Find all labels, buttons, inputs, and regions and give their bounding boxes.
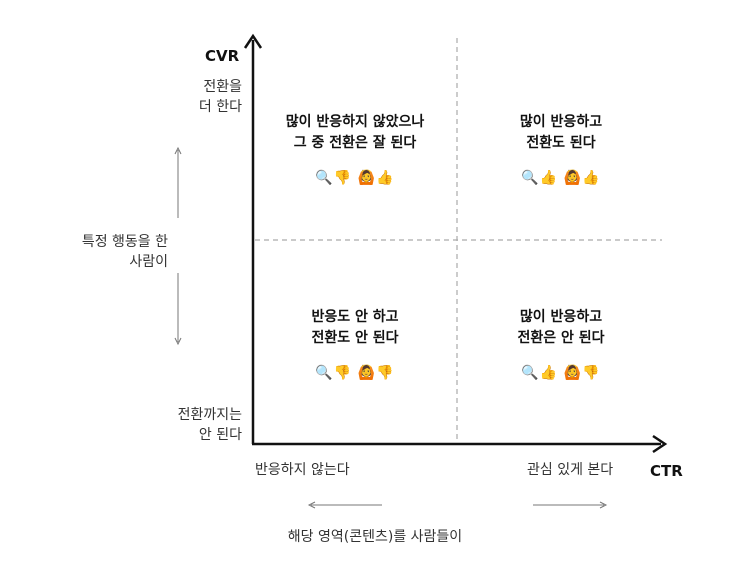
quadrant-top-right: 많이 반응하고 전환도 된다 🔍👍 🙆👍 <box>461 112 661 186</box>
x-bottom-label: 해당 영역(콘텐츠)를 사람들이 <box>287 529 463 545</box>
y-top-label: 전환을 더 한다 <box>198 79 242 115</box>
quadrant-bottom-left: 반응도 안 하고 전환도 안 된다 🔍👎 🙆👎 <box>255 307 455 381</box>
y-side-label: 특정 행동을 한 사람이 <box>81 234 168 270</box>
side-arrow-down-head <box>174 337 182 346</box>
quadrant-title: 많이 반응하고 전환은 안 된다 <box>517 309 605 346</box>
y-axis-arrowhead <box>243 33 263 49</box>
x-axis-name: CTR <box>650 462 683 480</box>
quadrant-emoji-icons: 🔍👍 🙆👍 <box>521 170 601 186</box>
bottom-arrow-right-head <box>599 501 608 509</box>
quadrant-title: 많이 반응하고 전환도 된다 <box>519 114 603 151</box>
quadrant-emoji-icons: 🔍👍 🙆👎 <box>521 365 601 381</box>
quadrant-bottom-right: 많이 반응하고 전환은 안 된다 🔍👍 🙆👎 <box>461 307 661 381</box>
side-arrow-up-head <box>174 146 182 155</box>
quadrant-emoji-icons: 🔍👎 🙆👍 <box>315 170 395 186</box>
quadrant-emoji-icons: 🔍👎 🙆👎 <box>315 365 395 381</box>
bottom-arrow-left-head <box>307 501 316 509</box>
quadrant-title: 반응도 안 하고 전환도 안 된다 <box>311 309 399 346</box>
x-right-label: 관심 있게 본다 <box>527 462 614 478</box>
y-bottom-label: 전환까지는 안 된다 <box>177 407 242 443</box>
x-left-label: 반응하지 않는다 <box>255 462 350 478</box>
y-axis-name: CVR <box>205 47 240 65</box>
quadrant-top-left: 많이 반응하지 않았으나 그 중 전환은 잘 된다 🔍👎 🙆👍 <box>255 112 455 186</box>
x-axis-arrowhead <box>652 434 668 454</box>
quadrant-title: 많이 반응하지 않았으나 그 중 전환은 잘 된다 <box>285 114 425 151</box>
